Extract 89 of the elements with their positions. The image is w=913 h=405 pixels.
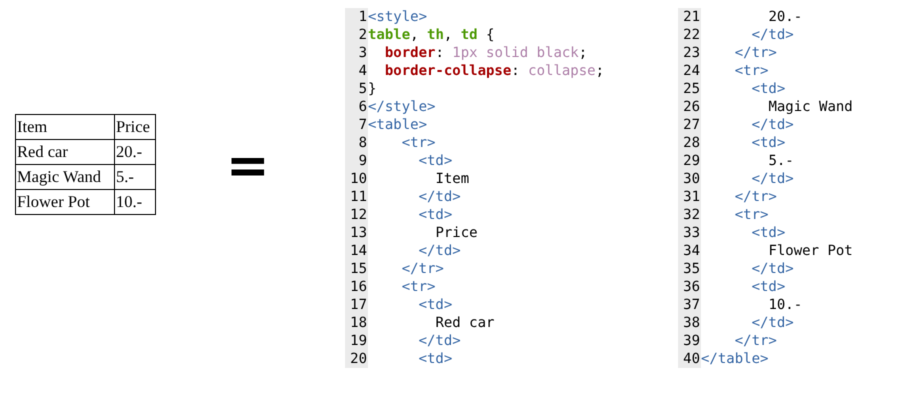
code-line: <td> [418,350,452,368]
code-line: </td> [752,26,794,44]
line-number: 5 [345,80,368,98]
code-line: Magic Wand [768,98,853,116]
line-number: 3 [345,44,368,62]
line-number: 17 [345,296,368,314]
line-number: 7 [345,116,368,134]
table-cell: Item [16,114,114,140]
line-number: 31 [678,188,701,206]
code-line: 5.- [768,152,794,170]
code-line: <td> [752,80,786,98]
code-line: <tr> [734,206,768,224]
code-line: <td> [752,134,786,152]
line-number: 20 [345,350,368,368]
code-line: <td> [752,278,786,296]
code-line: </tr> [402,260,444,278]
code-line: <td> [418,152,452,170]
code-line: </tr> [734,44,777,62]
line-number: 10 [345,170,368,188]
code-line: border: 1px solid black; [384,44,588,62]
line-number: 8 [345,134,368,152]
line-number: 25 [678,80,701,98]
line-number: 38 [678,314,701,332]
code-line: </tr> [734,332,777,350]
code-line: 10.- [768,296,802,314]
table-cell: 20.- [114,140,156,164]
code-line: </tr> [734,188,777,206]
code-line: Item [435,170,470,188]
code-line: </td> [418,242,461,260]
line-number: 27 [678,116,701,134]
line-number: 6 [345,98,368,116]
line-number: 11 [345,188,368,206]
code-line: <tr> [402,278,436,296]
line-number: 34 [678,242,701,260]
line-number: 1 [345,8,368,26]
line-number: 2 [345,26,368,44]
line-number: 33 [678,224,701,242]
code-line: } [368,80,376,98]
code-line: <td> [418,296,452,314]
code-line: </td> [752,116,794,134]
line-number: 36 [678,278,701,296]
line-number: 24 [678,62,701,80]
code-line: border-collapse: collapse; [384,62,604,80]
table-cell: Flower Pot [16,190,114,214]
line-number: 28 [678,134,701,152]
line-number: 29 [678,152,701,170]
code-line: <tr> [734,62,768,80]
line-number: 21 [678,8,701,26]
line-number: 16 [345,278,368,296]
line-number: 19 [345,332,368,350]
code-line: </style> [368,98,436,116]
code-line: 20.- [768,8,802,26]
line-number: 30 [678,170,701,188]
code-line: <style> [368,8,428,26]
line-number: 22 [678,26,701,44]
line-number: 23 [678,44,701,62]
table-cell: 10.- [114,190,156,214]
code-line: <td> [418,206,452,224]
table-cell: Price [114,114,156,140]
line-number: 13 [345,224,368,242]
code-line: <tr> [402,134,436,152]
table-cell: Magic Wand [16,164,114,190]
code-line: </td> [418,332,461,350]
table-cell: 5.- [114,164,156,190]
code-line: </td> [752,170,794,188]
line-number: 37 [678,296,701,314]
line-number: 35 [678,260,701,278]
code-line: </table> [701,350,768,368]
table-cell: Red car [16,140,114,164]
code-line: </td> [418,188,461,206]
equals-sign: = [226,140,270,192]
line-number: 26 [678,98,701,116]
code-line: </td> [752,314,794,332]
code-line: table, th, td { [368,26,494,44]
line-number: 40 [678,350,701,368]
code-line: <td> [752,224,786,242]
line-number: 12 [345,206,368,224]
line-number: 15 [345,260,368,278]
line-number: 32 [678,206,701,224]
code-line: Price [435,224,478,242]
line-number: 14 [345,242,368,260]
code-line: Red car [435,314,494,332]
code-line: </td> [752,260,794,278]
code-line: <table> [368,116,428,134]
line-number: 4 [345,62,368,80]
line-number: 18 [345,314,368,332]
line-number: 39 [678,332,701,350]
code-line: Flower Pot [768,242,853,260]
line-number: 9 [345,152,368,170]
